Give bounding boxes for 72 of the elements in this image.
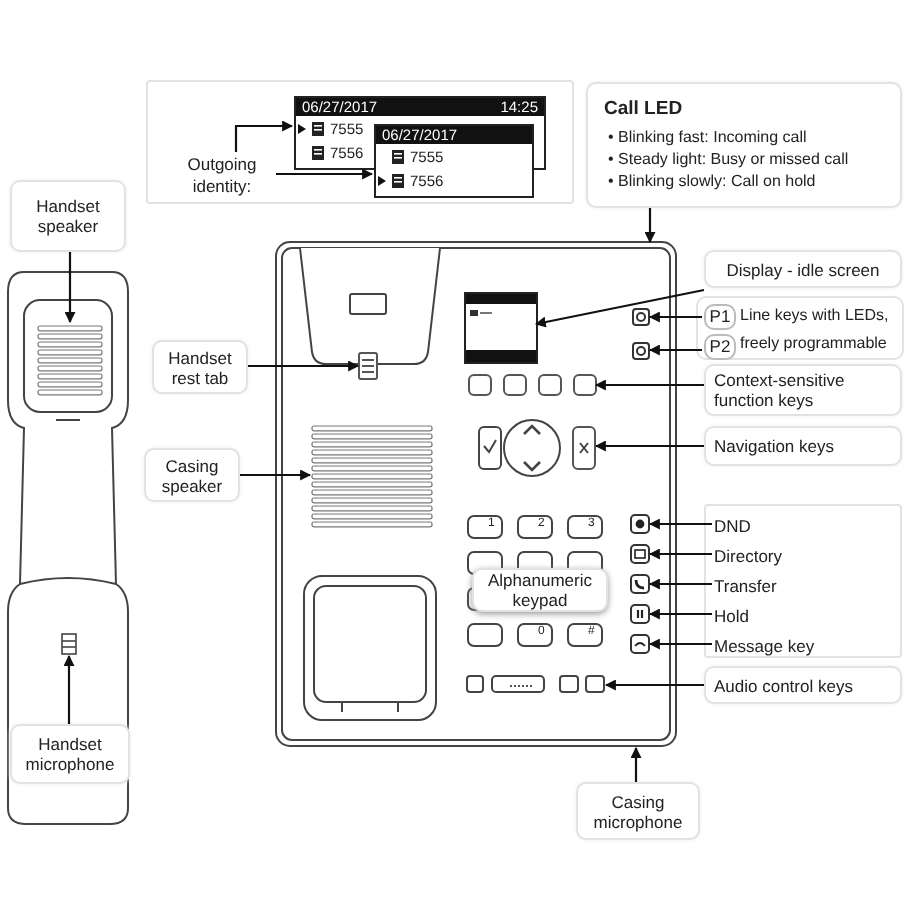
- callout-label: Line keys with LEDs, freely programmable: [740, 304, 891, 356]
- arrow: [604, 679, 704, 691]
- arrow: [248, 360, 360, 372]
- callout-box: [10, 180, 126, 252]
- callout-label: Display - idle screen: [724, 259, 882, 279]
- callout-box: [576, 782, 700, 840]
- callout-label: Navigation keys: [712, 436, 837, 456]
- arrow: [594, 440, 704, 452]
- speaker-grille: [310, 422, 434, 526]
- callout-panel: [704, 504, 902, 658]
- key: [630, 544, 650, 564]
- arrow: [648, 518, 712, 530]
- arrow: [648, 344, 702, 356]
- rest-tab: [358, 352, 378, 380]
- callout-label: DND: [714, 514, 894, 538]
- callout-box: [704, 364, 902, 416]
- line-key: [632, 308, 650, 326]
- arrow: [644, 208, 656, 244]
- key: [630, 604, 650, 624]
- callout-panel: [146, 80, 574, 204]
- arrow: [534, 288, 705, 328]
- callout-label: Audio control keys: [712, 675, 855, 695]
- callout-label: Outgoing identity:: [166, 154, 278, 198]
- bullet-item: • Blinking fast: Incoming call: [608, 126, 809, 148]
- callout-label: Casing speaker: [159, 455, 225, 495]
- key: [630, 574, 650, 594]
- microphone-slot: [60, 632, 78, 656]
- key-label: P2: [704, 334, 736, 360]
- arrow: [648, 578, 712, 590]
- callout-label: Handset rest tab: [166, 347, 234, 387]
- callout-label: Hold: [714, 604, 894, 628]
- function-keys: [468, 374, 596, 396]
- callout-box: [704, 426, 902, 466]
- callout-panel: [696, 296, 904, 360]
- arrow: [648, 638, 712, 650]
- info-panel: [586, 82, 902, 208]
- arrow: [276, 168, 374, 180]
- arrow: [630, 746, 642, 782]
- callout-label: Handset speaker: [34, 196, 102, 236]
- callout-box: [704, 666, 902, 704]
- callout-label: Handset microphone: [23, 734, 117, 774]
- arrow: [648, 608, 712, 620]
- arrow: [64, 252, 76, 324]
- callout-box: [472, 568, 608, 612]
- callout-box: [152, 340, 248, 394]
- bullet-item: • Blinking slowly: Call on hold: [608, 170, 818, 192]
- speaker-grille: [36, 322, 104, 394]
- key: [630, 634, 650, 654]
- callout-box: [704, 250, 902, 288]
- callout-label: Directory: [714, 544, 894, 568]
- callout-label: Casing microphone: [591, 791, 685, 831]
- callout-box: [10, 724, 130, 784]
- callout-label: Context-sensitive function keys: [712, 370, 847, 410]
- arrow: [240, 469, 312, 481]
- line-key: [632, 342, 650, 360]
- arrow: [63, 654, 75, 724]
- bullet-item: • Steady light: Busy or missed call: [608, 148, 851, 170]
- arrow: [234, 120, 294, 152]
- display-screen: [464, 292, 538, 364]
- key: [630, 514, 650, 534]
- callout-box: [144, 448, 240, 502]
- arrow: [648, 311, 702, 323]
- key-label: P1: [704, 304, 736, 330]
- arrow: [648, 548, 712, 560]
- arrow: [594, 379, 704, 391]
- callout-label: Alphanumeric keypad: [486, 570, 594, 610]
- callout-label: Message key: [714, 634, 894, 658]
- panel-heading: Call LED: [604, 96, 685, 122]
- audio-control-keys: [466, 674, 606, 696]
- screen-mockup: [374, 124, 534, 198]
- callout-label: Transfer: [714, 574, 894, 598]
- navigation-keys: [572, 426, 596, 470]
